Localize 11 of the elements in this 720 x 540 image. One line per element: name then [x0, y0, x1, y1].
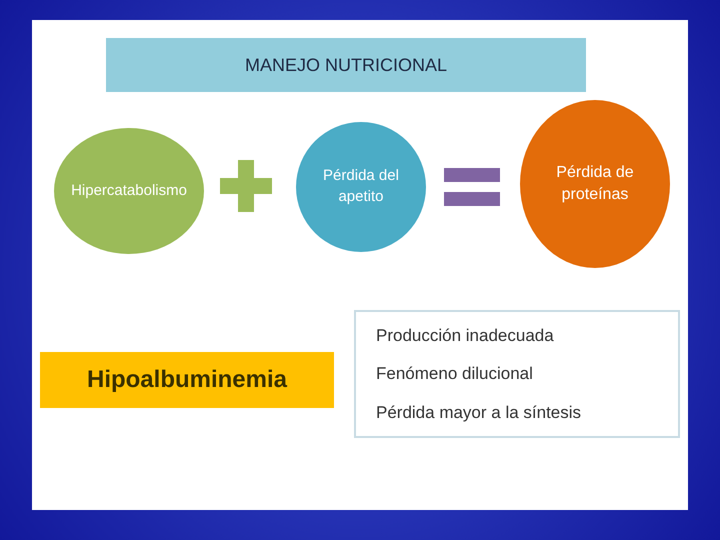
node-text: Pérdida de proteínas: [555, 163, 635, 205]
highlight-label: [40, 352, 334, 408]
node-text: Pérdida del apetito: [322, 166, 400, 207]
list-item: Fenómeno dilucional: [376, 363, 533, 386]
list-item: Pérdida mayor a la síntesis: [376, 402, 582, 424]
list-box: [354, 310, 680, 438]
list-item: Producción inadecuada: [376, 324, 554, 347]
node-text: Hipoalbuminemia: [86, 365, 288, 395]
node-text: Hipercatabolismo: [71, 180, 187, 201]
node-text: MANEJO NUTRICIONAL: [244, 54, 448, 76]
title-banner: [106, 38, 586, 92]
